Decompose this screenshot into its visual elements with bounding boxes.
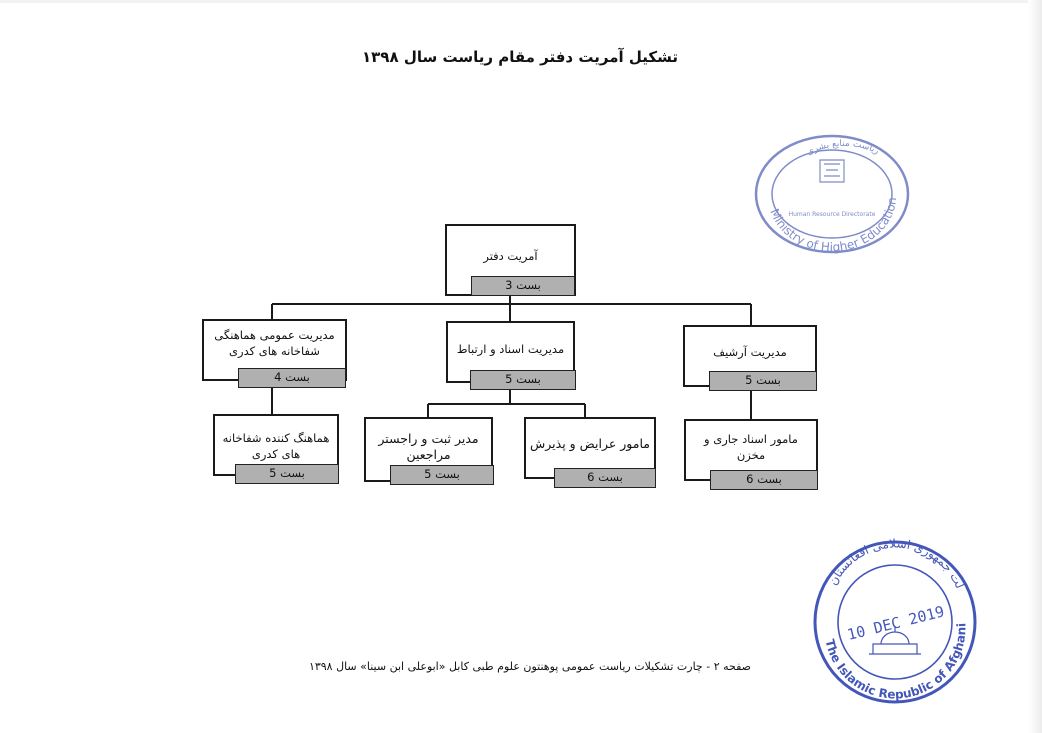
node-label: مدیر ثبت و راجستر مراجعین — [378, 431, 479, 462]
ministry-seal-inner-text: Human Resource Directorate — [789, 211, 876, 218]
node-label: مامور عرایض و پذیرش — [530, 436, 650, 451]
document-title: تشکیل آمریت دفتر مقام ریاست سال ۱۳۹۸ — [362, 48, 678, 66]
grade-badge-documents-dept: بست 5 — [470, 370, 576, 390]
page-right-edge — [1028, 0, 1042, 733]
node-label: مامور اسناد جاری و مخزن — [704, 432, 798, 462]
government-seal-stamp: The Islamic Republic of Afghanistan دولت… — [807, 532, 977, 704]
grade-badge-archive-officer: بست 6 — [710, 470, 818, 490]
ministry-seal-outer-text: Ministry of Higher Education — [767, 196, 899, 254]
grade-badge-coordination-dept: بست 4 — [238, 368, 346, 388]
grade-badge-registration-manager: بست 5 — [390, 465, 494, 485]
grade-badge-archive-dept: بست 5 — [709, 371, 817, 391]
mosque-emblem-icon — [869, 626, 921, 655]
node-label: هماهنگ کننده شفاخانه های کدری — [222, 431, 330, 461]
node-label: آمریت دفتر — [483, 249, 538, 263]
page-top-edge — [0, 0, 1042, 3]
grade-badge-office-directorate: بست 3 — [471, 276, 575, 296]
grade-badge-hospital-coordinator: بست 5 — [235, 464, 339, 484]
ministry-seal-persian-text: ریاست منابع بشری — [805, 139, 880, 158]
grade-badge-petitions-officer: بست 6 — [554, 468, 656, 488]
node-label: مدیریت آرشیف — [713, 345, 787, 359]
node-label: مدیریت عمومی هماهنگی شفاخانه های کدری — [214, 328, 335, 358]
government-seal-date: 10 DEC 2019 — [845, 602, 946, 643]
ministry-seal-stamp: Ministry of Higher Education ریاست منابع… — [754, 134, 910, 254]
government-seal-persian-text: دولت جمهوری اسلامی افغانستان — [807, 532, 967, 591]
emblem-icon — [819, 159, 845, 183]
node-label: مدیریت اسناد و ارتباط — [456, 342, 565, 356]
document-footer: صفحه ۲ - چارت تشکیلات ریاست عمومی پوهنتو… — [308, 660, 752, 673]
